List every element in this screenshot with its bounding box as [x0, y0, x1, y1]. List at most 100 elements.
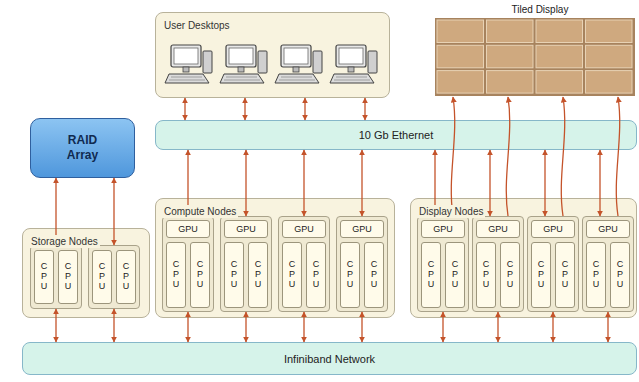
server-node: GPU CPU CPU: [527, 216, 579, 312]
processor-box: GPU: [166, 220, 210, 238]
box-label: 10 Gb Ethernet: [356, 129, 437, 141]
chip-label: CPU: [312, 260, 319, 290]
server-node: GPU CPU CPU: [162, 216, 214, 312]
server-node: GPU CPU CPU: [582, 216, 634, 312]
processor-box: GPU: [340, 220, 384, 238]
chip-label: GPU: [433, 224, 453, 234]
box-label: Tiled Display: [435, 3, 639, 16]
chip-label: CPU: [427, 260, 434, 290]
chip-label: CPU: [122, 262, 129, 292]
link-arrow: [304, 98, 305, 120]
processor-box: CPU: [166, 242, 186, 308]
chip-label: CPU: [288, 260, 295, 290]
processor-box: CPU: [610, 242, 630, 308]
panel-title: Display Nodes: [417, 205, 485, 218]
server-node: GPU CPU CPU: [220, 216, 272, 312]
processor-box: GPU: [282, 220, 326, 238]
chip-label: CPU: [537, 260, 544, 290]
chip-label: GPU: [236, 224, 256, 234]
processor-box: CPU: [500, 242, 520, 308]
processor-box: CPU: [34, 250, 54, 304]
processor-box: CPU: [445, 242, 465, 308]
desktop-icon: [220, 45, 267, 83]
chip-label: CPU: [230, 260, 237, 290]
display-tile: [487, 71, 534, 94]
server-node: CPU CPU: [30, 245, 82, 309]
link-arrow: [184, 98, 185, 120]
group-panel: User Desktops: [155, 12, 390, 98]
processor-box: CPU: [282, 242, 302, 308]
chip-label: CPU: [64, 262, 71, 292]
display-tile: [586, 45, 633, 68]
group-panel: Compute NodesGPU CPU CPU GPU CPU CPU GPU CPU CPU…: [155, 198, 395, 318]
server-node: GPU CPU CPU: [472, 216, 524, 312]
chip-label: CPU: [592, 260, 599, 290]
chip-label: CPU: [40, 262, 47, 292]
chip-label: CPU: [172, 260, 179, 290]
panel-title: User Desktops: [162, 19, 232, 32]
display-tile: [487, 20, 534, 43]
processor-box: CPU: [224, 242, 244, 308]
display-tile: [586, 71, 633, 94]
processor-box: GPU: [531, 220, 575, 238]
display-tile: [536, 71, 583, 94]
group-panel: Display NodesGPUCPUCPUGPUCPUCPUGPUCPUCPU…: [410, 198, 637, 318]
server-node: GPU CPU CPU: [417, 216, 469, 312]
network-band: Infiniband Network: [22, 342, 637, 375]
processor-box: GPU: [421, 220, 465, 238]
processor-box: CPU: [531, 242, 551, 308]
processor-box: CPU: [92, 250, 112, 304]
panel-title: Compute Nodes: [162, 205, 238, 218]
processor-box: CPU: [364, 242, 384, 308]
processor-box: CPU: [190, 242, 210, 308]
processor-box: CPU: [248, 242, 268, 308]
desktop-icon: [275, 45, 322, 83]
chip-label: CPU: [346, 260, 353, 290]
display-tile: [536, 45, 583, 68]
processor-box: GPU: [586, 220, 630, 238]
chip-label: CPU: [451, 260, 458, 290]
server-node: CPU CPU: [88, 245, 140, 309]
processor-box: GPU: [476, 220, 520, 238]
chip-label: GPU: [598, 224, 618, 234]
tiled-display: Tiled Display: [435, 3, 639, 97]
tile-set: [437, 20, 632, 93]
processor-box: CPU: [340, 242, 360, 308]
chip-label: CPU: [254, 260, 261, 290]
processor-box: CPU: [116, 250, 136, 304]
processor-box: CPU: [586, 242, 606, 308]
processor-box: CPU: [58, 250, 78, 304]
chip-label: CPU: [482, 260, 489, 290]
processor-box: CPU: [306, 242, 326, 308]
display-tile: [536, 20, 583, 43]
chip-label: CPU: [370, 260, 377, 290]
chip-label: CPU: [561, 260, 568, 290]
processor-box: GPU: [224, 220, 268, 238]
desktop-icon: [165, 45, 212, 83]
tile-frame: [435, 18, 635, 96]
network-band: 10 Gb Ethernet: [155, 120, 637, 150]
chip-label: GPU: [543, 224, 563, 234]
server-node: GPU CPU CPU: [278, 216, 330, 312]
display-tiles: [435, 18, 635, 96]
display-tile: [437, 45, 484, 68]
display-tile: [487, 45, 534, 68]
box-label: RAID Array: [59, 133, 107, 163]
chip-label: GPU: [178, 224, 198, 234]
group-panel: Storage NodesCPU CPU CPU CPU: [22, 228, 150, 318]
display-tile: [437, 71, 484, 94]
desktop-icon: [330, 45, 377, 83]
link-arrow: [364, 98, 365, 120]
server-node: GPU CPU CPU: [336, 216, 388, 312]
processor-box: CPU: [476, 242, 496, 308]
box-label: Infiniband Network: [281, 353, 378, 365]
desktop-computers: [157, 33, 390, 95]
chip-label: CPU: [616, 260, 623, 290]
storage-array: RAID Array: [30, 118, 135, 178]
chip-label: GPU: [352, 224, 372, 234]
chip-label: GPU: [488, 224, 508, 234]
chip-label: CPU: [98, 262, 105, 292]
panel-title: Storage Nodes: [29, 235, 100, 248]
display-tile: [437, 20, 484, 43]
